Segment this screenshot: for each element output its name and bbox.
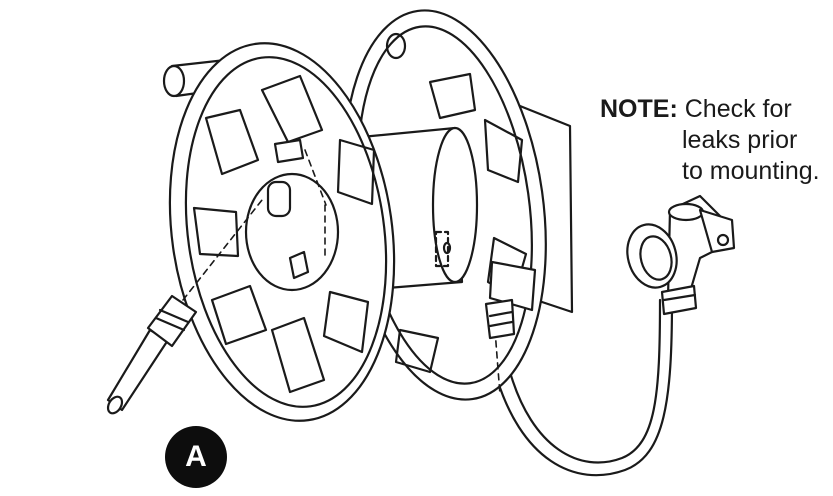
note-line-1: Check for [684,95,792,123]
leak-check-note: NOTE: Check for leaks prior to mounting. [600,94,820,187]
garden-hose [493,298,674,477]
hose-coupling [484,298,516,340]
leader-hose [106,294,198,415]
callout-a-label: A [165,426,227,488]
front-flange [168,42,396,422]
note-keyword: NOTE: [600,95,678,123]
note-line-2: leaks prior [682,126,798,154]
note-line-3: to mounting. [682,157,820,185]
faucet-spigot [626,194,736,316]
assembly-guide-lines [182,149,501,396]
